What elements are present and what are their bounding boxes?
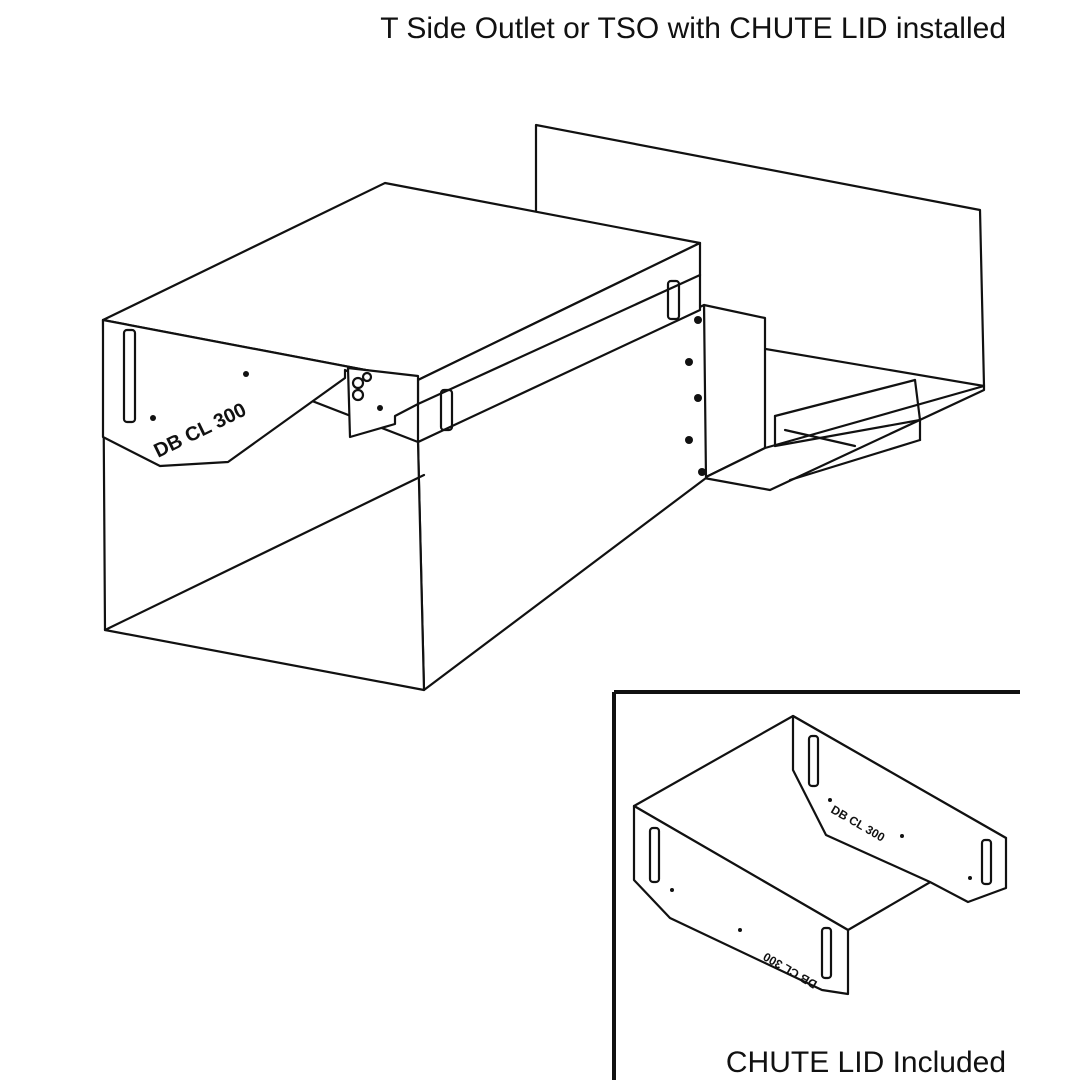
inset-back-flange (791, 714, 1008, 904)
side-outlet-trough (702, 303, 986, 492)
tso-assembly: DB CL 300 (101, 123, 986, 692)
slot-mid-flange (439, 388, 454, 432)
inset-caption: CHUTE LID Included (725, 1046, 1006, 1079)
inset-frame (612, 690, 1020, 1080)
lid-right-flange (416, 241, 702, 444)
diagram-title: T Side Outlet or TSO with CHUTE LID inst… (380, 12, 1006, 45)
bracket-plate (346, 366, 420, 439)
slot-right-flange (666, 279, 681, 321)
slot-left-flange (122, 328, 137, 424)
inset-chute-lid: DB CL 300 DB CL 300 (632, 714, 1008, 996)
